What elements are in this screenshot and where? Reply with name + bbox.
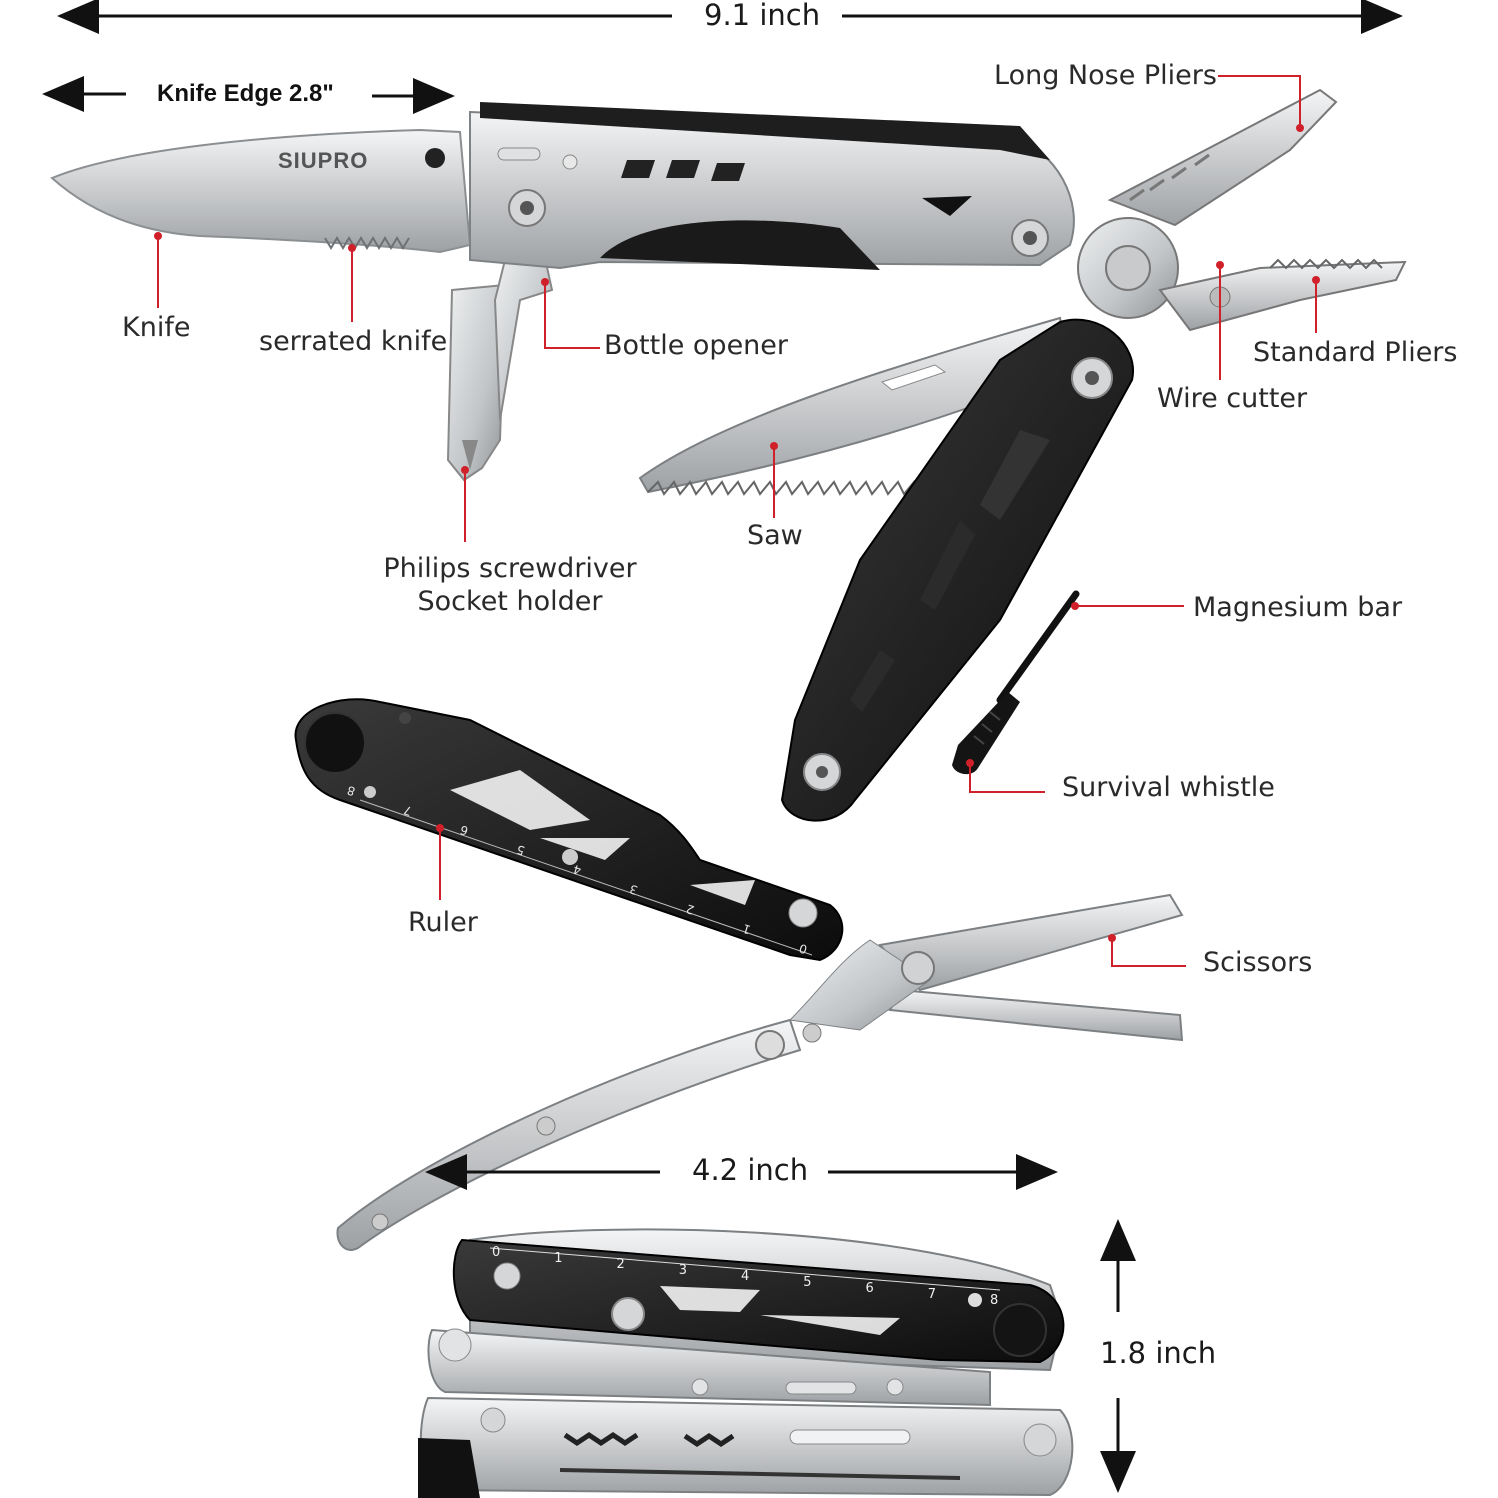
magnesium-bar-whistle [952,590,1080,775]
ruler-open-mark: 3 [628,882,639,898]
philips-label-line1: Philips screwdriver [383,553,637,584]
ruler-closed-mark: 5 [803,1275,811,1290]
ruler-closed-mark: 7 [928,1287,936,1302]
knife-label: Knife [122,312,191,343]
open-multitool: SIUPRO [50,88,1407,822]
serrated-knife-label: serrated knife [259,326,448,357]
ruler-open-mark: 4 [571,862,582,878]
bottle-opener-label: Bottle opener [604,330,789,361]
standard-jaw [1158,260,1407,332]
ruler-open-mark: 8 [345,783,356,799]
magnesium-bar-label: Magnesium bar [1193,592,1403,623]
knife-edge-dimension-arrow [42,76,455,114]
closed-ruler-handle [452,1238,1065,1364]
serration [324,236,410,250]
wire-cutter-label: Wire cutter [1157,383,1308,414]
survival-whistle-label: Survival whistle [1062,772,1275,803]
ruler-open-mark: 2 [684,901,695,917]
callout-lines [157,75,1317,967]
ruler-open-mark: 7 [402,803,413,819]
overall-length-label: 9.1 inch [698,0,827,32]
ruler-open-mark: 0 [797,941,808,957]
closed-bottom-handle [419,1396,1074,1497]
ruler-open-mark: 1 [741,921,752,937]
ruler-handle [294,698,844,962]
brand-logo: SIUPRO [278,148,368,173]
ruler-closed-mark: 3 [679,1263,687,1278]
ruler-closed-mark: 8 [990,1293,998,1308]
scissors-blade-lower [888,988,1184,1042]
ruler-closed-mark: 4 [741,1269,749,1284]
philips-label-line2: Socket holder [417,586,603,617]
callout-dots [154,124,1320,942]
ruler-closed-mark: 6 [866,1281,874,1296]
closed-multitool: 0 1 2 3 4 5 6 7 8 [418,1228,1074,1498]
saw-label: Saw [747,520,803,551]
scissors-handle [336,1018,802,1251]
knife-blade [50,128,472,254]
ruler-open-mark: 5 [515,842,526,858]
long-nose-pliers-label: Long Nose Pliers [994,60,1217,91]
ruler-closed-mark: 2 [617,1257,625,1272]
scissors-ruler-tool: 8 7 6 5 4 3 2 1 0 [294,698,1184,1251]
saw-blade [638,316,1072,494]
standard-pliers-label: Standard Pliers [1253,337,1458,368]
ruler-open-mark: 6 [458,822,469,838]
scissors-label: Scissors [1203,947,1313,978]
ruler-scale-open: 8 7 6 5 4 3 2 1 0 [345,783,808,957]
closed-length-label: 4.2 inch [686,1153,815,1187]
ruler-scale-closed: 0 1 2 3 4 5 6 7 8 [492,1245,998,1308]
closed-height-label: 1.8 inch [1094,1336,1223,1370]
ruler-label: Ruler [408,907,478,938]
ruler-closed-mark: 0 [492,1245,500,1260]
long-nose-jaw [1107,88,1338,227]
knife-edge-label: Knife Edge 2.8" [157,80,334,107]
ruler-closed-mark: 1 [554,1251,562,1266]
